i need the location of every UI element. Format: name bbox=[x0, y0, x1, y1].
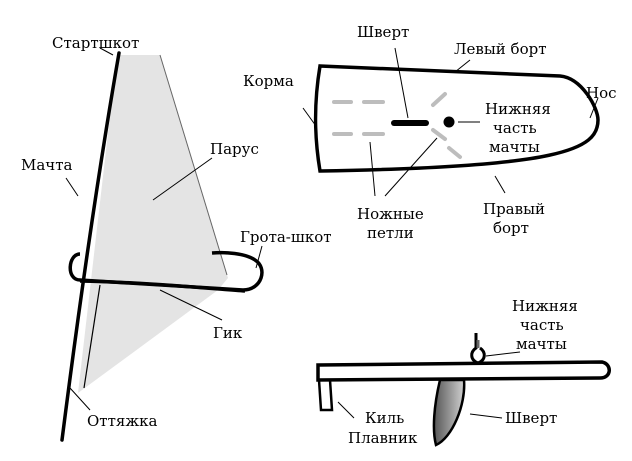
leader-straps-b bbox=[384, 137, 438, 197]
label-mast: Мачта bbox=[21, 156, 73, 174]
leader-daggerboard-side bbox=[469, 413, 503, 419]
label-mast-base-top-3: мачты bbox=[489, 138, 540, 156]
label-starboard-2: борт bbox=[493, 219, 529, 237]
downhaul-line bbox=[83, 284, 101, 389]
leader-downhaul bbox=[69, 387, 91, 411]
label-mast-base-top-1: Нижняя bbox=[485, 100, 551, 118]
boom-bar bbox=[79, 279, 246, 293]
label-skeg-1: Киль bbox=[365, 409, 404, 427]
label-bow: Нос bbox=[586, 84, 617, 102]
label-port: Левый борт bbox=[454, 40, 547, 58]
mast-line bbox=[60, 51, 121, 442]
sail-view: Стартшкот Мачта Парус Грота-шкот Гик Отт… bbox=[21, 34, 332, 442]
board-outline bbox=[313, 64, 600, 173]
board-profile bbox=[316, 360, 611, 382]
leader-mainsheet bbox=[255, 245, 263, 269]
sail-edge bbox=[159, 54, 228, 276]
boom-loop bbox=[68, 250, 264, 292]
leader-straps-a bbox=[369, 141, 376, 197]
skeg-fin bbox=[317, 379, 334, 412]
label-startshkot: Стартшкот bbox=[52, 34, 139, 52]
side-view: Нижняя часть мачты Киль Плавник Шверт bbox=[316, 297, 611, 447]
label-sail: Парус bbox=[210, 140, 259, 158]
label-mast-base-side-2: часть bbox=[520, 316, 564, 334]
leader-mast-base-side bbox=[485, 351, 521, 357]
label-mainsheet: Грота-шкот bbox=[240, 228, 332, 246]
label-daggerboard-side: Шверт bbox=[505, 409, 557, 427]
leader-stern bbox=[302, 107, 317, 127]
leader-sail bbox=[152, 157, 213, 201]
label-mast-base-side-1: Нижняя bbox=[512, 297, 578, 315]
label-boom: Гик bbox=[213, 324, 243, 342]
foot-straps bbox=[332, 92, 462, 159]
label-downhaul: Оттяжка bbox=[87, 412, 158, 430]
leader-starboard bbox=[494, 175, 506, 194]
label-mast-base-side-3: мачты bbox=[516, 335, 567, 353]
leader-daggerboard-top bbox=[394, 47, 409, 119]
leader-boom bbox=[159, 289, 223, 321]
leader-bow bbox=[589, 97, 599, 119]
top-view: Корма Шверт Левый борт Нос Нижняя часть … bbox=[243, 23, 617, 242]
label-starboard-1: Правый bbox=[483, 200, 545, 218]
sail-shape bbox=[78, 55, 228, 393]
label-stern: Корма bbox=[243, 72, 294, 90]
label-mast-base-top-2: часть bbox=[493, 119, 537, 137]
label-daggerboard-top: Шверт bbox=[357, 23, 409, 41]
daggerboard-fin bbox=[432, 378, 466, 447]
mast-base-dot bbox=[443, 116, 455, 128]
label-skeg-2: Плавник bbox=[348, 429, 418, 447]
leader-port bbox=[454, 59, 471, 73]
leader-startshkot bbox=[99, 47, 114, 56]
leader-skeg bbox=[337, 401, 355, 419]
label-foot-straps-1: Ножные bbox=[357, 205, 424, 223]
leader-mast bbox=[65, 177, 79, 197]
label-foot-straps-2: петли bbox=[367, 224, 414, 242]
